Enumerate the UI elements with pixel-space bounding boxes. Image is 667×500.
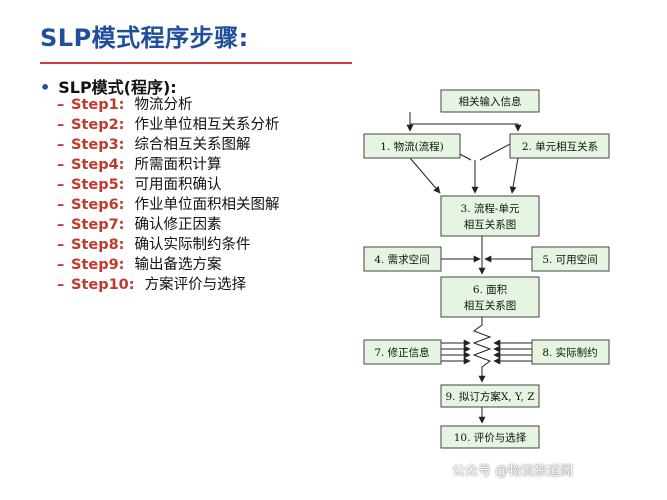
box-plans: [440, 384, 540, 408]
box-flow: [363, 133, 461, 159]
dash-icon: –: [57, 137, 65, 153]
list-item: –Step2: 作业单位相互关系分析: [57, 115, 279, 135]
box-constraint: [531, 339, 610, 365]
box-evaluate: [440, 425, 540, 449]
step-label: Step1:: [71, 97, 125, 113]
node-plans-label: 9. 拟订方案X, Y, Z: [445, 390, 534, 403]
step-label: Step7:: [71, 217, 125, 233]
step-list: –Step1:物流分析 –Step2:作业单位相互关系分析 –Step3:综合相…: [57, 95, 279, 295]
watermark: 公众号 @物流狼道阁: [452, 464, 574, 479]
step-text: 可用面积确认: [134, 177, 222, 193]
main-bullet-text: SLP模式(程序):: [58, 78, 177, 97]
step-text: 确认实际制约条件: [134, 237, 251, 253]
bullet-dot-icon: •: [40, 78, 51, 97]
step-text: 输出备选方案: [134, 257, 222, 273]
dash-icon: –: [57, 197, 65, 213]
list-item: –Step10: 方案评价与选择: [57, 275, 279, 295]
arrow-relation-to-combined: [509, 157, 519, 194]
step-label: Step9:: [71, 257, 125, 273]
node-space-need-label: 4. 需求空间: [374, 253, 429, 266]
dash-icon: –: [57, 257, 65, 273]
zigzag-area-to-plans: [472, 317, 492, 383]
box-area: [440, 276, 540, 318]
node-combined-label-2: 相互关系图: [464, 218, 517, 231]
dash-icon: –: [57, 117, 65, 133]
step-label: Step5:: [71, 177, 125, 193]
cross-line-b: [479, 143, 511, 161]
box-modify: [363, 339, 442, 365]
step-text: 作业单位面积相关图解: [134, 197, 280, 213]
list-item: –Step8: 确认实际制约条件: [57, 235, 279, 255]
box-space-need: [363, 246, 442, 272]
step-text: 确认修正因素: [134, 217, 222, 233]
node-combined-label-1: 3. 流程-单元: [461, 202, 520, 215]
main-bullet: • SLP模式(程序):: [40, 74, 177, 98]
step-text: 方案评价与选择: [144, 277, 247, 293]
title-divider: [40, 62, 352, 64]
step-label: Step6:: [71, 197, 125, 213]
list-item: –Step6: 作业单位面积相关图解: [57, 195, 279, 215]
dash-icon: –: [57, 157, 65, 173]
step-text: 作业单位相互关系分析: [134, 117, 280, 133]
dash-icon: –: [57, 177, 65, 193]
node-area-label-2: 相互关系图: [464, 299, 517, 312]
box-combined: [440, 195, 540, 237]
list-item: –Step1: 物流分析: [57, 95, 279, 115]
list-item: –Step9: 输出备选方案: [57, 255, 279, 275]
dash-icon: –: [57, 97, 65, 113]
node-input-label: 相关输入信息: [459, 95, 522, 108]
node-evaluate-label: 10. 评价与选择: [454, 431, 527, 444]
list-item: –Step4: 所需面积计算: [57, 155, 279, 175]
step-label: Step8:: [71, 237, 125, 253]
arrow-flow-to-combined: [409, 157, 441, 194]
step-label: Step4:: [71, 157, 125, 173]
list-item: –Step5: 可用面积确认: [57, 175, 279, 195]
step-label: Step2:: [71, 117, 125, 133]
node-modify-label: 7. 修正信息: [374, 346, 429, 359]
dash-icon: –: [57, 237, 65, 253]
dash-icon: –: [57, 217, 65, 233]
list-item: –Step3: 综合相互关系图解: [57, 135, 279, 155]
node-relation-label: 2. 单元相互关系: [522, 140, 598, 153]
node-area-label-1: 6. 面积: [473, 284, 508, 296]
box-space-avail: [531, 246, 610, 272]
step-label: Step10:: [71, 277, 135, 293]
node-flow-label: 1. 物流(流程): [380, 140, 444, 153]
node-constraint-label: 8. 实际制约: [542, 346, 597, 359]
step-text: 所需面积计算: [134, 157, 222, 173]
slide-title: SLP模式程序步骤:: [40, 24, 249, 52]
box-relation: [509, 133, 610, 159]
list-item: –Step7: 确认修正因素: [57, 215, 279, 235]
step-text: 综合相互关系图解: [134, 137, 251, 153]
dash-icon: –: [57, 277, 65, 293]
box-input: [440, 89, 540, 113]
node-space-avail-label: 5. 可用空间: [542, 253, 597, 266]
step-label: Step3:: [71, 137, 125, 153]
step-text: 物流分析: [134, 97, 193, 113]
